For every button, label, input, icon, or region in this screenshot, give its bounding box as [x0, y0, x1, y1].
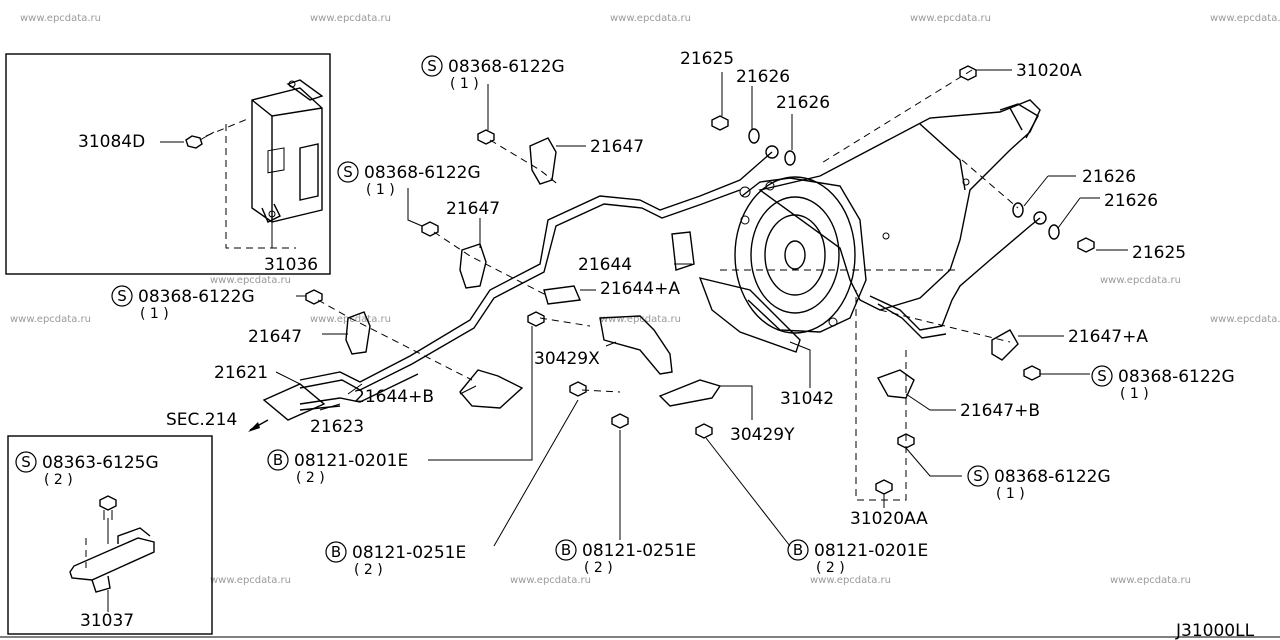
watermark: www.epcdata.ru	[810, 575, 891, 586]
brackets-30429	[599, 277, 801, 407]
callout-right-bolt-2: 08368-6122G	[994, 467, 1111, 487]
callout-b-0251-mid: 08121-0251E	[582, 541, 696, 561]
callout-31037: 31037	[80, 611, 134, 631]
callout-21644: 21644	[578, 255, 632, 275]
watermark: www.epcdata.ru	[210, 575, 291, 586]
callout-21626-4: 21626	[1104, 191, 1158, 211]
watermark: www.epcdata.ru	[10, 314, 91, 325]
watermark: www.epcdata.ru	[310, 314, 391, 325]
callout-b-0201-left-prefix: B	[273, 451, 283, 469]
callout-mid-bolt-qty: ( 1 )	[366, 182, 395, 198]
callout-mid-bolt: 08368-6122G	[364, 163, 481, 183]
callout-b-0201-left: 08121-0201E	[294, 451, 408, 471]
callout-31020a: 31020A	[1016, 61, 1082, 81]
callout-31020aa: 31020AA	[850, 509, 928, 529]
callout-top-bolt-prefix: S	[427, 57, 437, 75]
callout-left-bolt-prefix: S	[117, 287, 127, 305]
watermark: www.epcdata.ru	[1110, 575, 1191, 586]
callout-21621: 21621	[214, 363, 268, 383]
callout-left-bolt-qty: ( 1 )	[140, 306, 169, 322]
transmission	[734, 99, 1041, 334]
callout-right-bolt-2-prefix: S	[973, 467, 983, 485]
callout-sec214: SEC.214	[166, 410, 237, 430]
callout-mid-bolt-prefix: S	[343, 163, 353, 181]
bolts	[305, 65, 1095, 495]
watermark: www.epcdata.ru	[600, 314, 681, 325]
callout-21623: 21623	[310, 417, 364, 437]
callout-21625-right: 21625	[1132, 243, 1186, 263]
callout-b-0201-right-prefix: B	[793, 541, 803, 559]
leader-lines	[275, 69, 1128, 547]
callout-inset-bolt-qty: ( 2 )	[44, 472, 73, 488]
watermarks: www.epcdata.ru www.epcdata.ru www.epcdat…	[10, 13, 1280, 586]
watermark: www.epcdata.ru	[1100, 275, 1181, 286]
watermark: www.epcdata.ru	[910, 13, 991, 24]
arrow-head-icon	[248, 422, 260, 432]
callout-left-bolt: 08368-6122G	[138, 287, 255, 307]
watermark: www.epcdata.ru	[1210, 13, 1280, 24]
callout-b-0251-left: 08121-0251E	[352, 543, 466, 563]
callout-21644b: 21644+B	[354, 387, 434, 407]
callout-top-bolt: 08368-6122G	[448, 57, 565, 77]
callout-31084d: 31084D	[78, 132, 145, 152]
diagram-code: J31000LL	[1175, 621, 1255, 640]
inset-bracket	[7, 435, 213, 635]
callout-b-0251-mid-qty: ( 2 )	[584, 560, 613, 576]
callout-21647a: 21647+A	[1068, 327, 1148, 347]
watermark: www.epcdata.ru	[510, 575, 591, 586]
callout-21647-a: 21647	[590, 137, 644, 157]
callout-right-bolt-1-qty: ( 1 )	[1120, 386, 1149, 402]
callout-b-0201-left-qty: ( 2 )	[296, 470, 325, 486]
callout-21644a: 21644+A	[600, 279, 680, 299]
callout-b-0251-left-prefix: B	[331, 543, 341, 561]
callout-21647-b: 21647	[446, 199, 500, 219]
callout-21647-c: 21647	[248, 327, 302, 347]
callout-30429y: 30429Y	[730, 425, 795, 445]
callout-top-bolt-qty: ( 1 )	[450, 76, 479, 92]
callout-31036: 31036	[264, 255, 318, 275]
callout-inset-bolt: 08363-6125G	[42, 453, 159, 473]
callout-b-0201-right: 08121-0201E	[814, 541, 928, 561]
callout-inset-bolt-prefix: S	[21, 453, 31, 471]
callout-b-0251-mid-prefix: B	[561, 541, 571, 559]
callout-right-bolt-1: 08368-6122G	[1118, 367, 1235, 387]
watermark: www.epcdata.ru	[1210, 314, 1280, 325]
callout-21647b: 21647+B	[960, 401, 1040, 421]
callout-21625-top: 21625	[680, 49, 734, 69]
callout-21626-1: 21626	[736, 67, 790, 87]
watermark: www.epcdata.ru	[310, 13, 391, 24]
callout-31042: 31042	[780, 389, 834, 409]
callout-21626-2: 21626	[776, 93, 830, 113]
assembly-lines	[317, 69, 1019, 501]
callout-b-0251-left-qty: ( 2 )	[354, 562, 383, 578]
inset-control-unit	[5, 53, 331, 275]
callout-right-bolt-1-prefix: S	[1097, 367, 1107, 385]
watermark: www.epcdata.ru	[210, 275, 291, 286]
watermark: www.epcdata.ru	[610, 13, 691, 24]
clips	[345, 137, 1019, 409]
callout-21626-3: 21626	[1082, 167, 1136, 187]
watermark: www.epcdata.ru	[20, 13, 101, 24]
callout-b-0201-right-qty: ( 2 )	[816, 560, 845, 576]
callout-30429x: 30429X	[534, 349, 600, 369]
callout-right-bolt-2-qty: ( 1 )	[996, 486, 1025, 502]
